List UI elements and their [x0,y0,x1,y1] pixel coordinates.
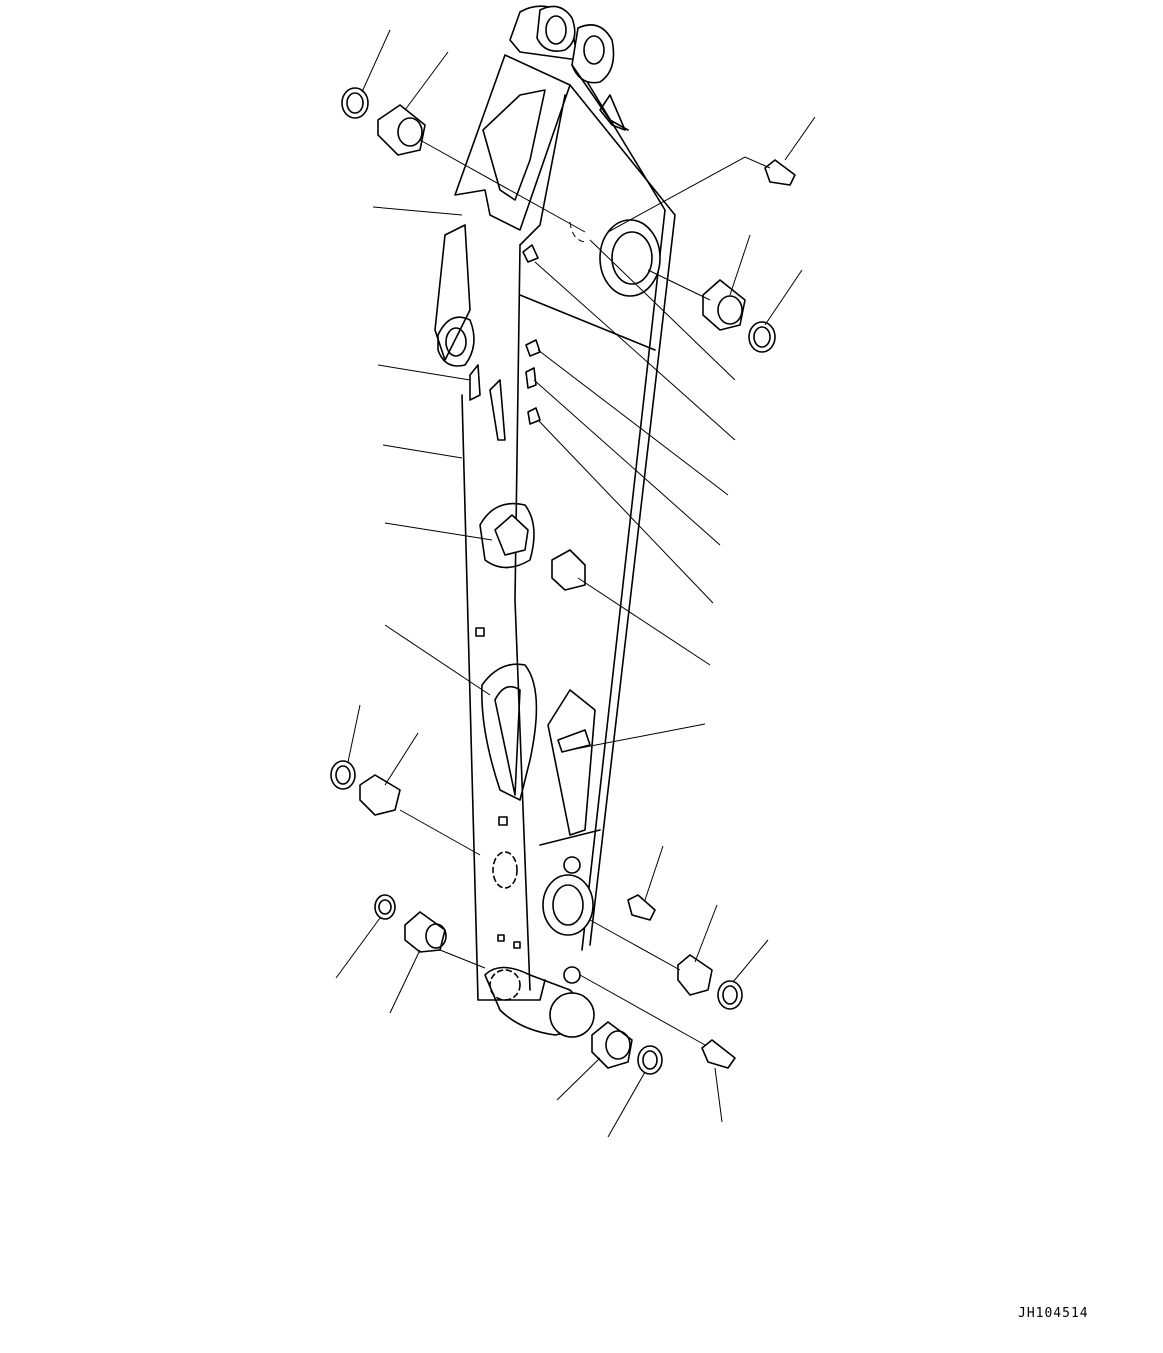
bottom-grease-fitting [701,1039,736,1069]
right-bushing [702,279,746,331]
lower-grease-fitting [627,894,656,921]
leader-lines [335,29,816,1138]
lower-left-flanged-bushing [404,911,447,953]
lower-right-bushing [677,954,713,996]
upper-left-bushing [377,104,426,156]
upper-left-seal-ring [341,87,369,119]
arm-body [434,5,676,1038]
upper-right-grease-fitting [764,159,796,186]
lower-left-seal-ring [374,894,396,920]
lower-right-seal-ring [717,980,743,1010]
right-seal-ring [748,321,776,353]
drawing-code: JH104514 [1018,1306,1089,1321]
mid-left-seal-ring [330,760,356,790]
mid-left-bushing [359,774,401,816]
bottom-bushing [591,1021,633,1069]
assembly-lines [399,139,771,1046]
bottom-seal-ring [637,1045,663,1075]
